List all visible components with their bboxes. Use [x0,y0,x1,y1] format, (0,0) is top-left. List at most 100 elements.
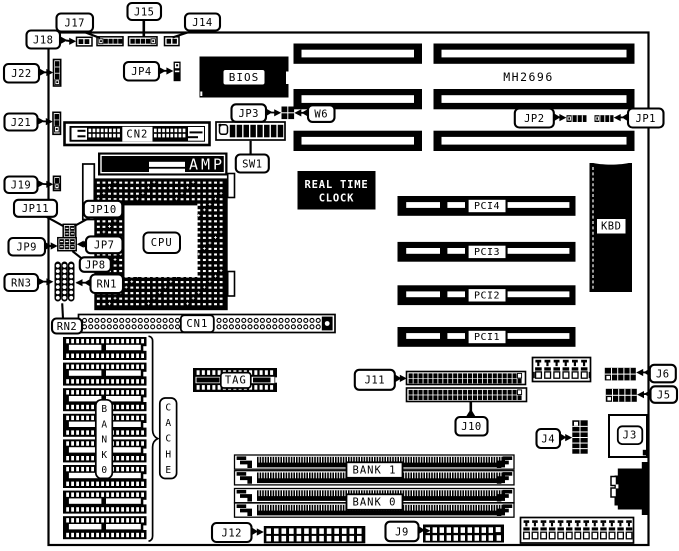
callout-j14-text: J14 [192,17,212,29]
callout-rn1: RN1 [75,273,125,295]
callout-j11-text: J11 [365,375,385,387]
board-model-text: MH2696 [503,70,554,84]
callout-rn3: RN3 [3,272,54,293]
isa-slot-3a [293,130,422,151]
bank1-label: BANK 1 [345,461,404,479]
amp-chip: AMP [98,152,228,176]
j3-connector: J3 [608,414,649,458]
jp2-pins [566,115,587,122]
callout-j4: J4 [535,427,573,450]
callout-j12-text: J12 [222,527,242,539]
callout-jp4: JP4 [122,60,174,82]
pci1-label: PCI1 [474,332,500,343]
callout-jp7-text: JP7 [94,240,114,252]
callout-jp3: JP3 [230,103,282,123]
callout-jp4-text: JP4 [131,66,151,78]
callout-j15: J15 [126,1,163,37]
jp4-connector [173,61,181,82]
callout-j6: J6 [636,363,677,384]
callout-jp10: JP10 [73,199,124,227]
isa-slot-1a [293,43,422,64]
pci4-label: PCI4 [474,201,500,212]
cache-chip-1 [63,337,147,360]
cpu-label: CPU [151,237,173,249]
tag-label: TAG [225,375,247,387]
cache-chip-7 [63,490,147,514]
cn2-label: CN2 [126,129,148,141]
callout-rn2: RN2 [50,303,84,335]
callout-jp2: JP2 [513,107,567,129]
callout-jp3-text: JP3 [239,108,259,120]
callout-j21-text: J21 [11,117,31,129]
cache-chip-column [63,337,147,540]
jumper-block-lower [57,236,77,252]
tag-chip: TAG [193,368,277,392]
callout-w6: W6 [294,104,336,123]
svg-text:BANK 0: BANK 0 [353,497,397,509]
callout-j17: J17 [55,12,101,40]
cn1-connector: CN1 [77,313,336,334]
cache-chip-2 [63,362,147,386]
callout-j18: J18 [25,29,77,50]
callout-w6-text: W6 [314,108,328,120]
callout-jp9-text: JP9 [17,242,37,254]
callout-jp9: JP9 [7,236,58,257]
callout-j17-text: J17 [65,17,85,29]
callout-sw1: SW1 [234,140,270,174]
left-pin-headers [52,58,62,192]
callout-j5: J5 [637,385,679,404]
bank0-label: BANK 0 [345,493,404,511]
svg-text:C: C [165,434,171,445]
callout-j15-text: J15 [134,6,154,18]
callout-jp1-text: JP1 [636,113,656,125]
kbd-label: KBD [601,221,621,233]
svg-text:C: C [165,403,171,414]
callout-j19-text: J19 [11,180,31,192]
keyboard-din-connector [610,462,649,515]
callout-j5-text: J5 [657,389,671,401]
svg-text:E: E [165,465,171,476]
callout-jp7: JP7 [76,235,124,255]
cache-vertical-label: C A C H E [158,397,178,480]
j4-connector [572,420,588,454]
j11-connector [405,370,527,386]
callout-rn2-text: RN2 [57,321,77,333]
svg-text:B: B [101,404,107,415]
pci-slot-2: PCI2 [397,285,576,306]
bottom-feature-connector [519,516,635,544]
callout-j22-text: J22 [11,68,31,80]
j12-connector [263,526,366,544]
svg-text:A: A [101,419,107,430]
callout-j4-text: J4 [541,433,555,445]
callout-jp11: JP11 [12,198,65,228]
svg-text:A: A [165,418,171,429]
svg-text:H: H [165,449,171,460]
rtc-chip: REAL TIME CLOCK [297,171,376,210]
callout-j18-text: J18 [33,34,53,46]
isa-slot-2a [293,89,422,110]
pci-slots: PCI4 PCI3 PCI2 PCI1 [397,196,576,347]
rtc-label-line1: REAL TIME [304,179,368,191]
callout-j22: J22 [2,62,54,84]
isa-slots [293,43,635,151]
board-outline [47,31,650,547]
callout-jp8: JP8 [71,250,112,273]
isa-slot-2b [433,89,635,110]
callout-j10: J10 [454,402,489,437]
socket-pin1-marker [125,206,132,213]
socket-lever-left [81,163,96,221]
callout-j6-text: J6 [656,368,670,380]
callout-j10-text: J10 [461,421,481,433]
cn1-label: CN1 [186,318,208,330]
svg-text:0: 0 [101,465,107,476]
j9-connector [423,524,504,543]
pci-slot-1: PCI1 [397,327,576,347]
callout-j14: J14 [172,12,222,39]
j10-connector [405,387,528,403]
callout-j9: J9 [384,520,431,543]
callout-j11: J11 [353,368,407,391]
j5-connector [605,388,637,402]
j6-connector [604,367,636,381]
